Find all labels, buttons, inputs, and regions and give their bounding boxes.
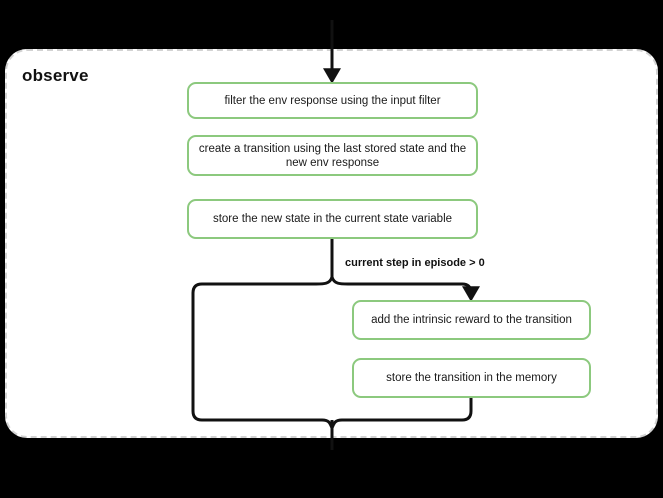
- node-intrinsic-reward[interactable]: add the intrinsic reward to the transiti…: [352, 300, 591, 340]
- node-filter[interactable]: filter the env response using the input …: [187, 82, 478, 119]
- node-store-transition[interactable]: store the transition in the memory: [352, 358, 591, 398]
- edge-label-branch-condition: current step in episode > 0: [345, 257, 485, 269]
- node-create-transition[interactable]: create a transition using the last store…: [187, 135, 478, 176]
- group-title: observe: [22, 66, 89, 85]
- node-store-state[interactable]: store the new state in the current state…: [187, 199, 478, 239]
